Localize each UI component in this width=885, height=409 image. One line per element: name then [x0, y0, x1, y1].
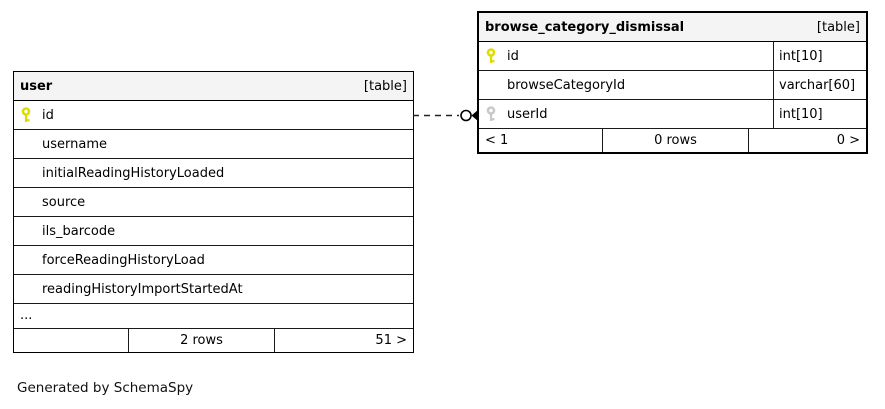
column-name: source	[42, 194, 86, 210]
row-count: 0 rows	[602, 129, 748, 152]
table-type-badge: [table]	[363, 78, 407, 94]
column-name: browseCategoryId	[507, 77, 626, 93]
table-user-header[interactable]: user [table]	[14, 72, 413, 101]
related-count: 51 >	[274, 329, 413, 352]
column-row-userId: userId int[10]	[479, 100, 866, 129]
column-row-source: source	[14, 188, 413, 217]
column-name: id	[42, 107, 54, 123]
foreign-key-icon	[485, 106, 507, 122]
column-type: varchar[60]	[773, 71, 866, 99]
generator-note: Generated by SchemaSpy	[17, 380, 194, 396]
column-type: int[10]	[773, 100, 866, 128]
column-row-forceReadingHistoryLoad: forceReadingHistoryLoad	[14, 246, 413, 275]
child-count: 0 >	[748, 129, 866, 152]
column-name: username	[42, 136, 107, 152]
table-browse-category-dismissal-header[interactable]: browse_category_dismissal [table]	[479, 13, 866, 42]
table-user-footer: 2 rows 51 >	[14, 329, 413, 352]
primary-key-icon	[20, 107, 42, 123]
column-row-initialReadingHistoryLoaded: initialReadingHistoryLoaded	[14, 159, 413, 188]
table-user: user [table] id username initialReadingH…	[13, 71, 414, 353]
column-row-id: id	[14, 101, 413, 130]
column-row-readingHistoryImportStartedAt: readingHistoryImportStartedAt	[14, 275, 413, 304]
relationship-connector	[413, 109, 479, 122]
relationship-arrowhead	[471, 109, 479, 122]
column-name: initialReadingHistoryLoaded	[42, 165, 225, 181]
footer-left	[14, 329, 128, 352]
table-bcd-footer: < 1 0 rows 0 >	[479, 129, 866, 152]
table-name[interactable]: user	[20, 78, 53, 94]
column-name: ils_barcode	[42, 223, 116, 239]
hidden-columns-ellipsis: ...	[14, 304, 413, 329]
table-name[interactable]: browse_category_dismissal	[485, 19, 685, 35]
row-count: 2 rows	[128, 329, 274, 352]
column-row-ils_barcode: ils_barcode	[14, 217, 413, 246]
column-row-browseCategoryId: browseCategoryId varchar[60]	[479, 71, 866, 100]
column-row-username: username	[14, 130, 413, 159]
column-row-id: id int[10]	[479, 42, 866, 71]
parent-count: < 1	[485, 133, 509, 148]
primary-key-icon	[485, 48, 507, 64]
column-name: forceReadingHistoryLoad	[42, 252, 205, 268]
column-name: id	[507, 48, 519, 64]
column-name: userId	[507, 106, 548, 122]
table-browse-category-dismissal: browse_category_dismissal [table] id int…	[477, 11, 868, 154]
relationship-circle-terminator	[460, 109, 472, 122]
column-type: int[10]	[773, 42, 866, 70]
column-name: readingHistoryImportStartedAt	[42, 281, 243, 297]
table-type-badge: [table]	[816, 19, 860, 35]
